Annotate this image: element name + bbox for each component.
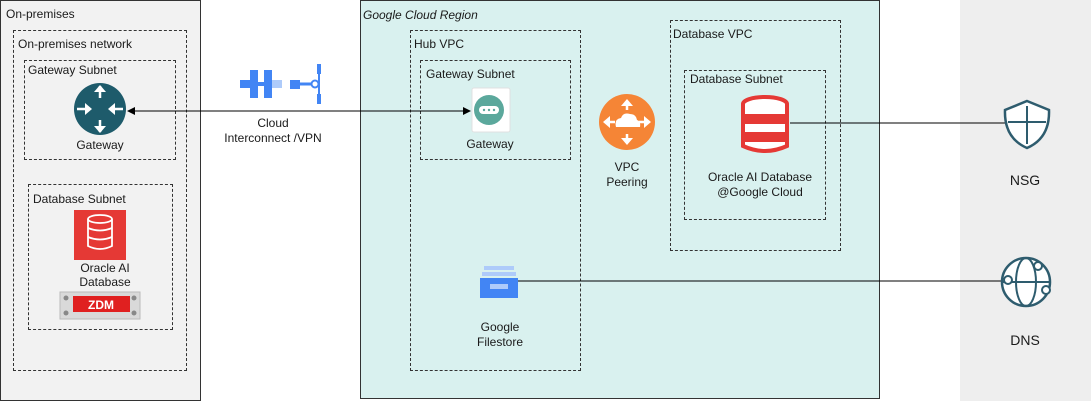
hub-vpc-box	[410, 30, 581, 371]
zdm-label: ZDM	[88, 298, 114, 312]
filestore-line1: Google	[480, 320, 520, 334]
gcp-region-title: Google Cloud Region	[363, 8, 478, 22]
google-cloud-region	[360, 0, 880, 399]
database-vpc-box	[670, 20, 841, 251]
router-icon	[74, 83, 126, 135]
vpc-peering-icon	[599, 94, 655, 150]
onprem-database-line2: Database	[79, 275, 131, 289]
onprem-gateway-subnet-label: Gateway Subnet	[28, 63, 117, 77]
onprem-database-label: Oracle AI Database	[60, 261, 150, 289]
gcp-database-line2: @Google Cloud	[717, 185, 803, 199]
vpn-icon	[290, 64, 321, 104]
gcp-database-line1: Oracle AI Database	[707, 170, 813, 184]
interconnect-line1: Cloud	[257, 116, 289, 130]
oracle-database-icon	[74, 210, 126, 260]
on-premises-network-box	[13, 30, 187, 371]
gcp-database-subnet-box	[684, 70, 826, 220]
hub-gateway-subnet-label: Gateway Subnet	[426, 67, 515, 81]
gcp-database-subnet-label: Database Subnet	[690, 72, 783, 86]
onprem-database-line1: Oracle AI	[80, 261, 130, 275]
gcp-database-label: Oracle AI Database @Google Cloud	[690, 170, 830, 200]
on-premises-title: On-premises	[6, 7, 75, 21]
vpc-peering-line2: Peering	[606, 175, 648, 189]
filestore-line2: Filestore	[476, 335, 523, 349]
onprem-gateway-label: Gateway	[76, 138, 124, 152]
vpc-peering-line1: VPC	[614, 160, 640, 174]
cloud-interconnect-icon	[240, 70, 282, 98]
filestore-label: Google Filestore	[455, 320, 545, 350]
external-services-region	[960, 0, 1091, 401]
cloud-gateway-icon	[471, 87, 511, 133]
gcp-oracle-database-icon	[741, 95, 789, 153]
globe-icon	[1000, 256, 1052, 308]
zdm-server-icon	[59, 291, 141, 320]
onprem-database-subnet-label: Database Subnet	[33, 192, 126, 206]
interconnect-line2: Interconnect /VPN	[224, 131, 322, 145]
shield-icon	[1003, 99, 1051, 150]
on-premises-network-label: On-premises network	[18, 37, 133, 51]
filestore-icon	[480, 266, 518, 298]
on-premises-region	[0, 0, 201, 401]
dns-label: DNS	[1010, 332, 1040, 348]
database-vpc-label: Database VPC	[673, 27, 753, 41]
hub-vpc-label: Hub VPC	[414, 37, 465, 51]
interconnect-label: Cloud Interconnect /VPN	[213, 116, 333, 146]
onprem-database-subnet-box	[28, 184, 173, 330]
vpc-peering-label: VPC Peering	[587, 160, 667, 190]
hub-gateway-label: Gateway	[466, 137, 514, 151]
nsg-label: NSG	[1009, 172, 1041, 188]
